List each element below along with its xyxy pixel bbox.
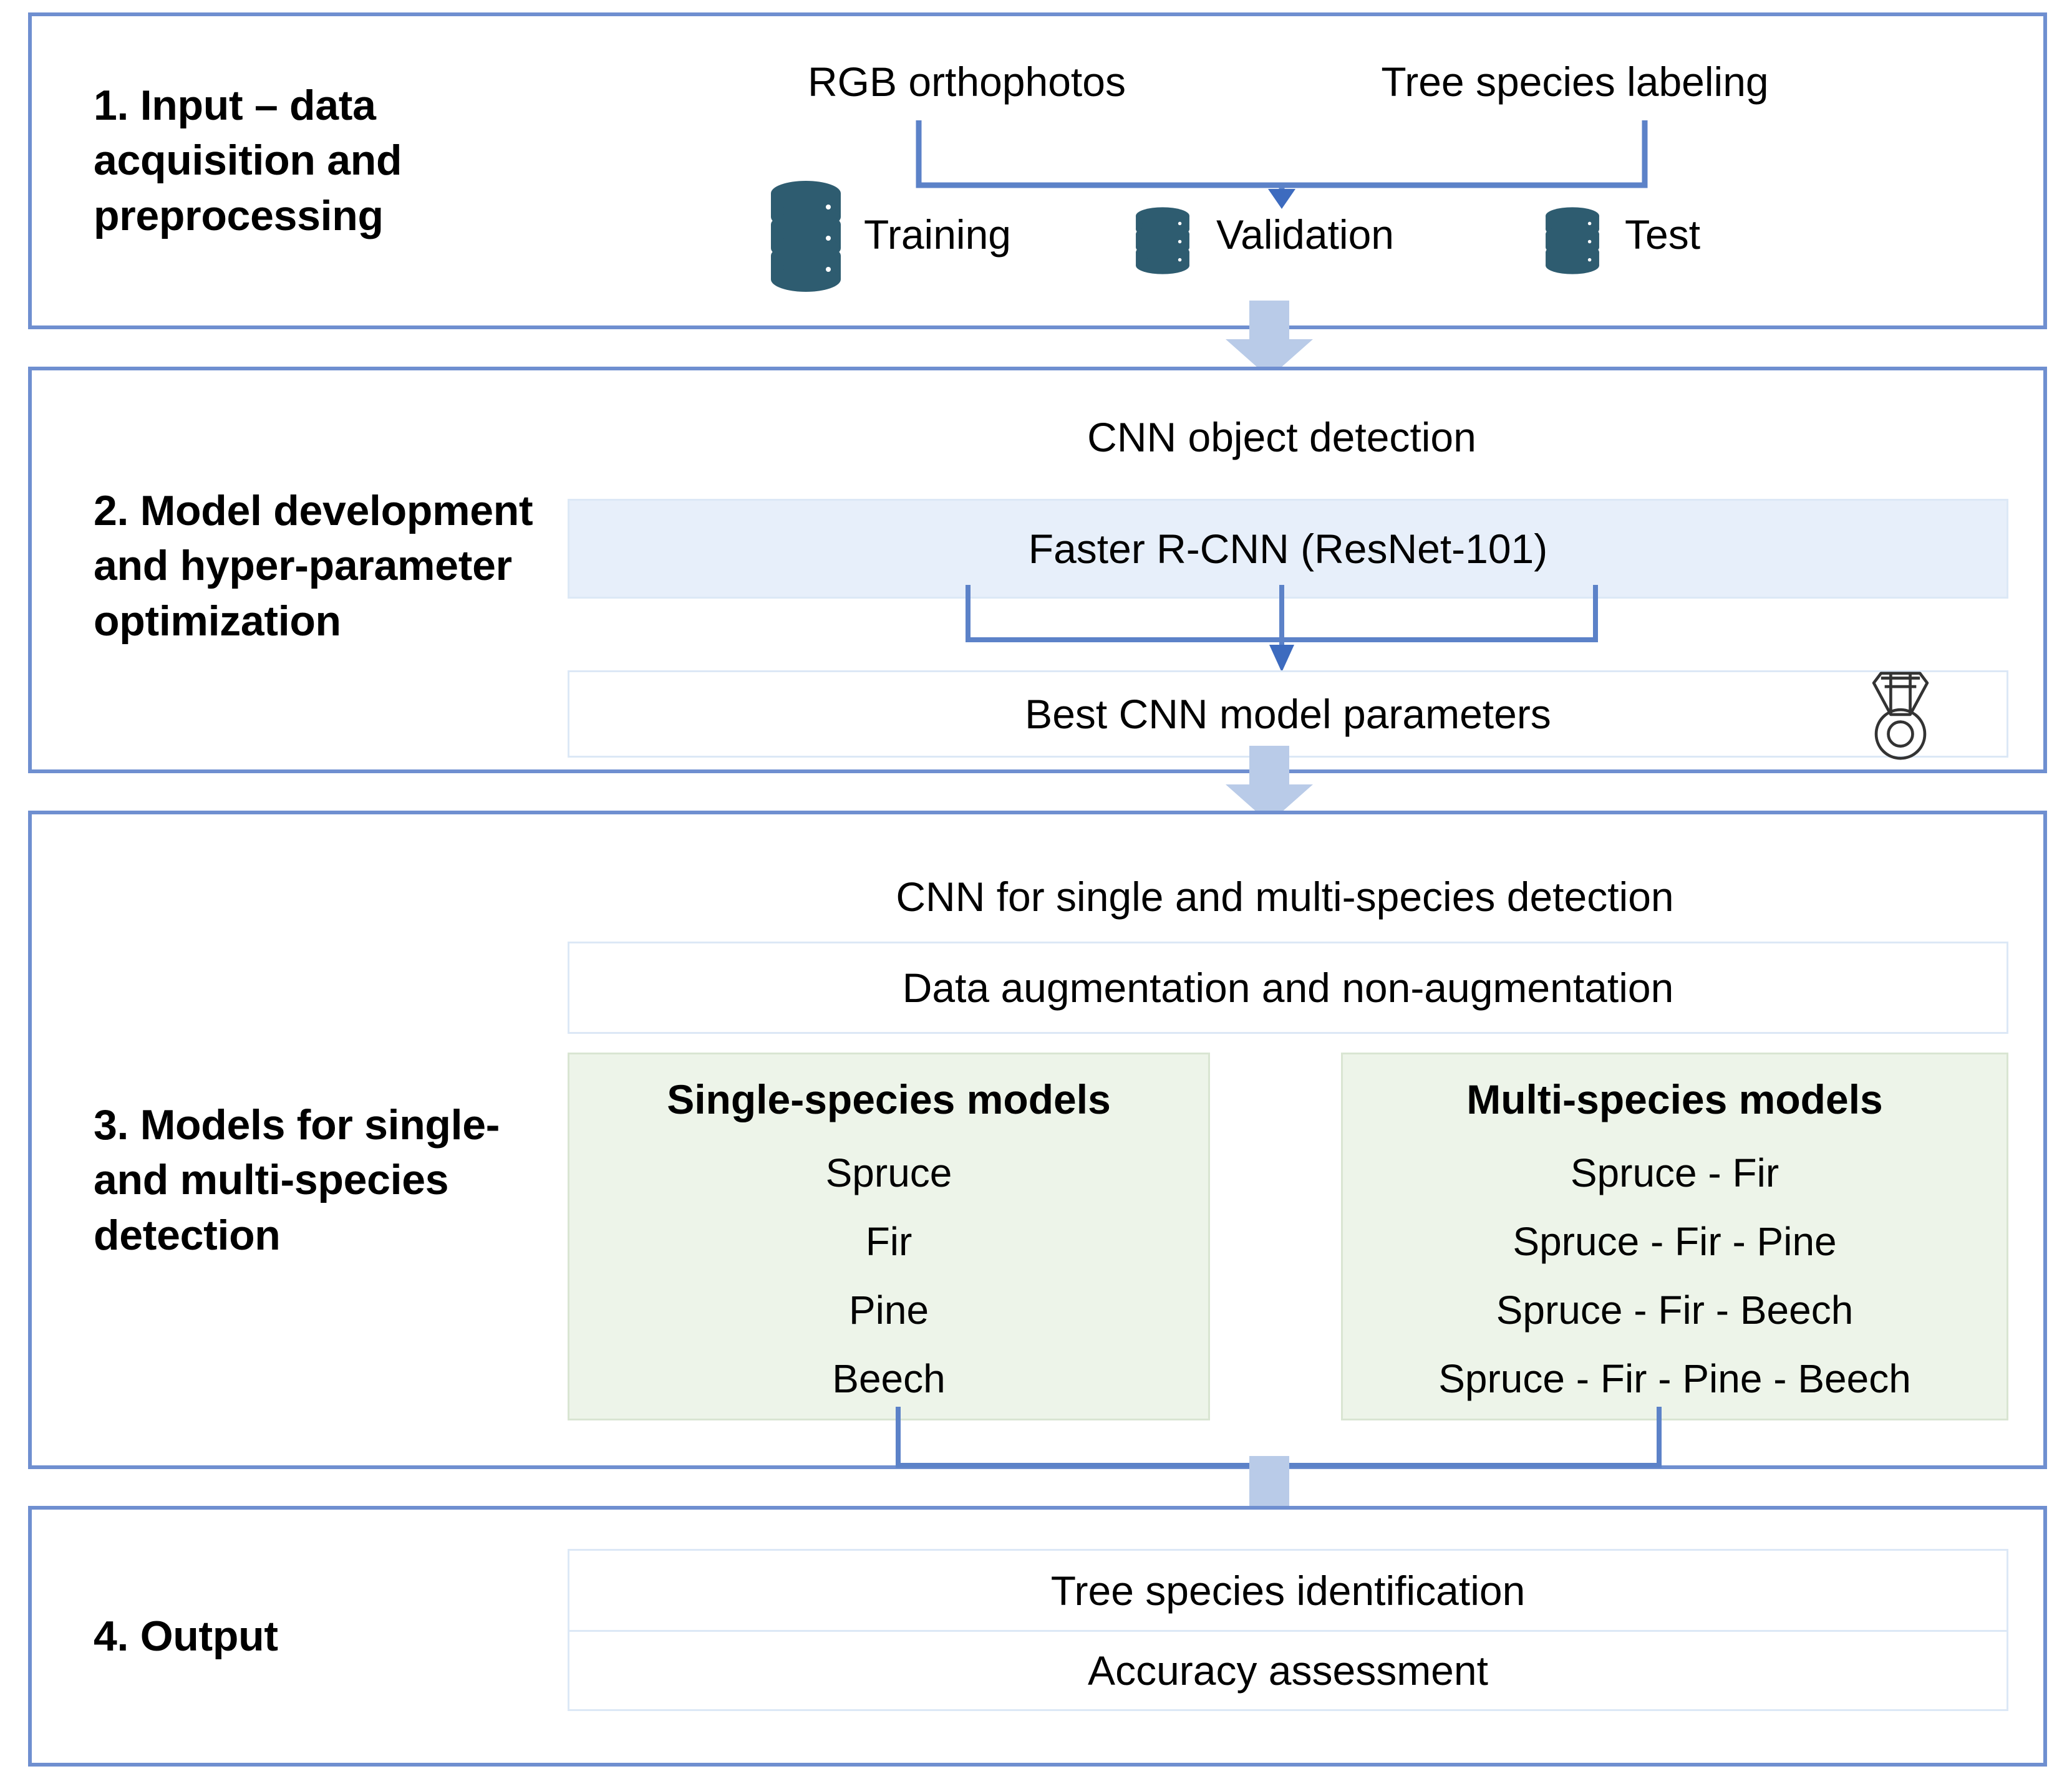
multi-species-item: Spruce - Fir (1570, 1150, 1779, 1195)
flow-arrow-stage2-to-stage3 (1226, 746, 1313, 823)
stage-label-output: 4. Output (94, 1613, 278, 1660)
data-augmentation-box: Data augmentation and non-augmentation (568, 942, 2008, 1034)
best-cnn-parameters-label: Best CNN model parameters (1025, 691, 1551, 737)
multi-species-item: Spruce - Fir - Beech (1496, 1288, 1854, 1333)
medal-icon (1872, 672, 1929, 760)
dataset-label-training: Training (864, 211, 1011, 258)
connector-bracket-stage1 (916, 120, 1648, 209)
cnn-object-detection-heading: CNN object detection (1087, 414, 1476, 460)
stage-label-models: 3. Models for single- and multi-species … (94, 1101, 500, 1259)
multi-species-models-box: Multi-species models Spruce - Fir Spruce… (1341, 1053, 2008, 1420)
database-icon-validation (1136, 207, 1189, 274)
multi-species-title: Multi-species models (1466, 1076, 1883, 1122)
database-icon-test (1546, 207, 1599, 274)
cnn-multi-species-heading: CNN for single and multi-species detecti… (896, 874, 1674, 920)
multi-species-item: Spruce - Fir - Pine - Beech (1438, 1356, 1911, 1401)
single-species-item: Beech (832, 1356, 946, 1401)
dataset-label-test: Test (1625, 211, 1701, 258)
multi-species-item: Spruce - Fir - Pine (1513, 1219, 1837, 1264)
faster-rcnn-box: Faster R-CNN (ResNet-101) (568, 499, 2008, 599)
output-row: Tree species identification (568, 1549, 2008, 1630)
single-species-models-box: Single-species models Spruce Fir Pine Be… (568, 1053, 1210, 1420)
stage-box-input (28, 12, 2047, 329)
output-row-label: Tree species identification (1050, 1567, 1526, 1614)
faster-rcnn-label: Faster R-CNN (ResNet-101) (1028, 526, 1548, 572)
rgb-orthophotos-label: RGB orthophotos (808, 59, 1126, 105)
best-cnn-parameters-box: Best CNN model parameters (568, 670, 2008, 758)
dataset-label-validation: Validation (1216, 211, 1394, 258)
stage-label-input: 1. Input – data acquisition and preproce… (94, 82, 402, 239)
database-icon-training (771, 181, 841, 292)
single-species-title: Single-species models (667, 1076, 1111, 1122)
flow-arrow-stage1-to-stage2 (1226, 301, 1313, 378)
tree-species-labeling-label: Tree species labeling (1381, 59, 1769, 105)
single-species-item: Spruce (825, 1150, 952, 1195)
output-row: Accuracy assessment (568, 1630, 2008, 1711)
data-augmentation-label: Data augmentation and non-augmentation (902, 965, 1674, 1011)
single-species-item: Fir (865, 1219, 913, 1264)
output-rows: Tree species identification Accuracy ass… (568, 1549, 2008, 1711)
stage-label-model-development: 2. Model development and hyper-parameter… (94, 487, 533, 645)
single-species-item: Pine (848, 1288, 929, 1333)
output-row-label: Accuracy assessment (1088, 1647, 1488, 1694)
connector-bracket-stage2 (966, 585, 1598, 672)
